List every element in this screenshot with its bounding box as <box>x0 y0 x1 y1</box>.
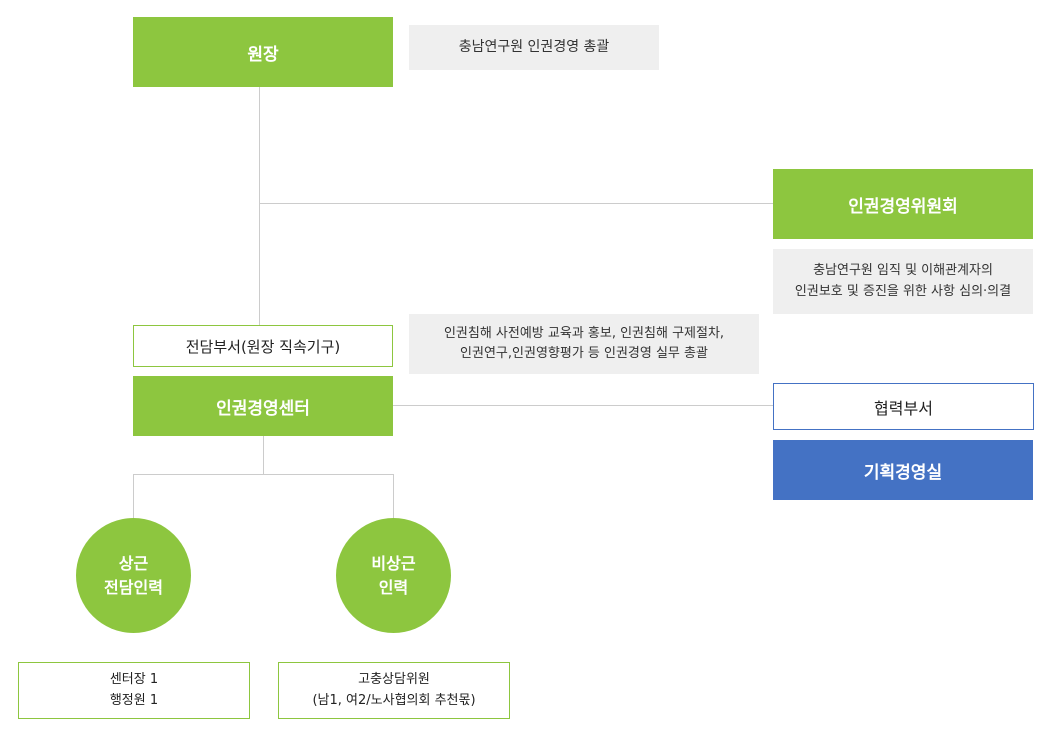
director-label: 원장 <box>247 44 279 65</box>
director-description-text: 충남연구원 인권경영 총괄 <box>458 38 610 55</box>
parttime-staff-line1: 고충상담위원 <box>358 672 430 688</box>
cooperation-box: 협력부서 <box>773 383 1034 430</box>
connector-center-cooperation <box>393 405 773 406</box>
connector-director-vertical <box>259 87 260 325</box>
cooperation-label: 협력부서 <box>874 398 933 418</box>
dedicated-dept-box: 전담부서(원장 직속기구) <box>133 325 393 367</box>
parttime-staff-line2: (남1, 여2/노사협의회 추천몫) <box>312 692 476 708</box>
center-box: 인권경영센터 <box>133 376 393 436</box>
parttime-staff-box: 고충상담위원 (남1, 여2/노사협의회 추천몫) <box>278 662 510 719</box>
dedicated-dept-label: 전담부서(원장 직속기구) <box>185 337 341 356</box>
fulltime-line1: 상근 <box>118 554 149 574</box>
fulltime-staff-box: 센터장 1 행정원 1 <box>18 662 250 719</box>
dedicated-dept-description: 인권침해 사전예방 교육과 홍보, 인권침해 구제절차, 인권연구,인권영향평가… <box>409 314 759 374</box>
fulltime-staff-line1: 센터장 1 <box>109 672 159 688</box>
fulltime-line2: 전담인력 <box>104 577 163 597</box>
connector-branch-left <box>133 474 134 524</box>
committee-description-line2: 인권보호 및 증진을 위한 사항 심의·의결 <box>794 283 1012 299</box>
planning-office-box: 기획경영실 <box>773 440 1033 500</box>
director-description: 충남연구원 인권경영 총괄 <box>409 25 659 70</box>
director-box: 원장 <box>133 17 393 87</box>
committee-description: 충남연구원 임직 및 이해관계자의 인권보호 및 증진을 위한 사항 심의·의결 <box>773 249 1033 314</box>
connector-branch-horizontal <box>133 474 394 475</box>
fulltime-circle: 상근 전담인력 <box>76 518 191 633</box>
dedicated-dept-description-line2: 인권연구,인권영향평가 등 인권경영 실무 총괄 <box>460 346 708 361</box>
connector-center-down <box>263 436 264 474</box>
parttime-line2: 인력 <box>378 577 409 597</box>
committee-description-line1: 충남연구원 임직 및 이해관계자의 <box>813 263 993 279</box>
connector-branch-right <box>393 474 394 524</box>
committee-label: 인권경영위원회 <box>848 196 958 217</box>
center-label: 인권경영센터 <box>216 398 310 419</box>
committee-box: 인권경영위원회 <box>773 169 1033 239</box>
fulltime-staff-line2: 행정원 1 <box>109 692 159 708</box>
connector-committee-horizontal <box>259 203 773 204</box>
dedicated-dept-description-line1: 인권침해 사전예방 교육과 홍보, 인권침해 구제절차, <box>443 325 725 341</box>
parttime-line1: 비상근 <box>371 554 416 574</box>
planning-office-label: 기획경영실 <box>863 462 943 483</box>
parttime-circle: 비상근 인력 <box>336 518 451 633</box>
